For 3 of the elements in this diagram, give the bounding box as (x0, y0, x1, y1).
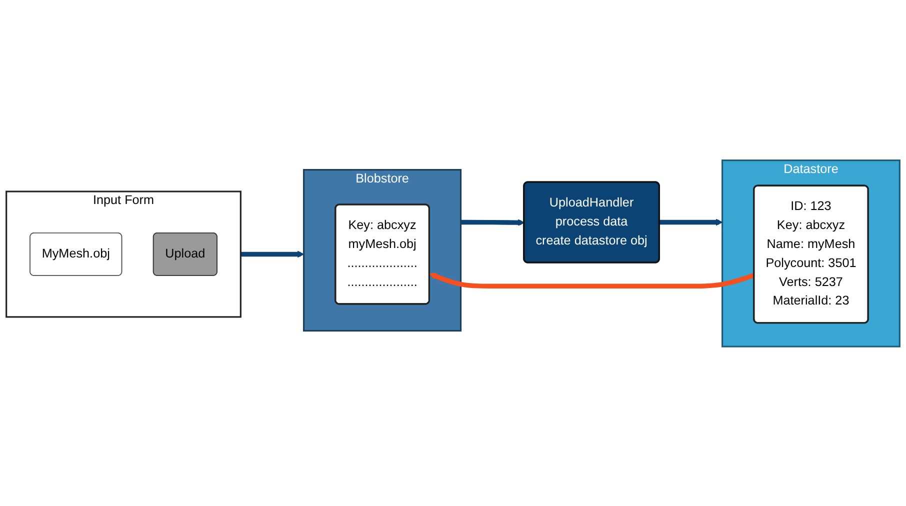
arrow (659, 218, 723, 226)
arrow (460, 218, 525, 226)
arrow (240, 250, 304, 258)
